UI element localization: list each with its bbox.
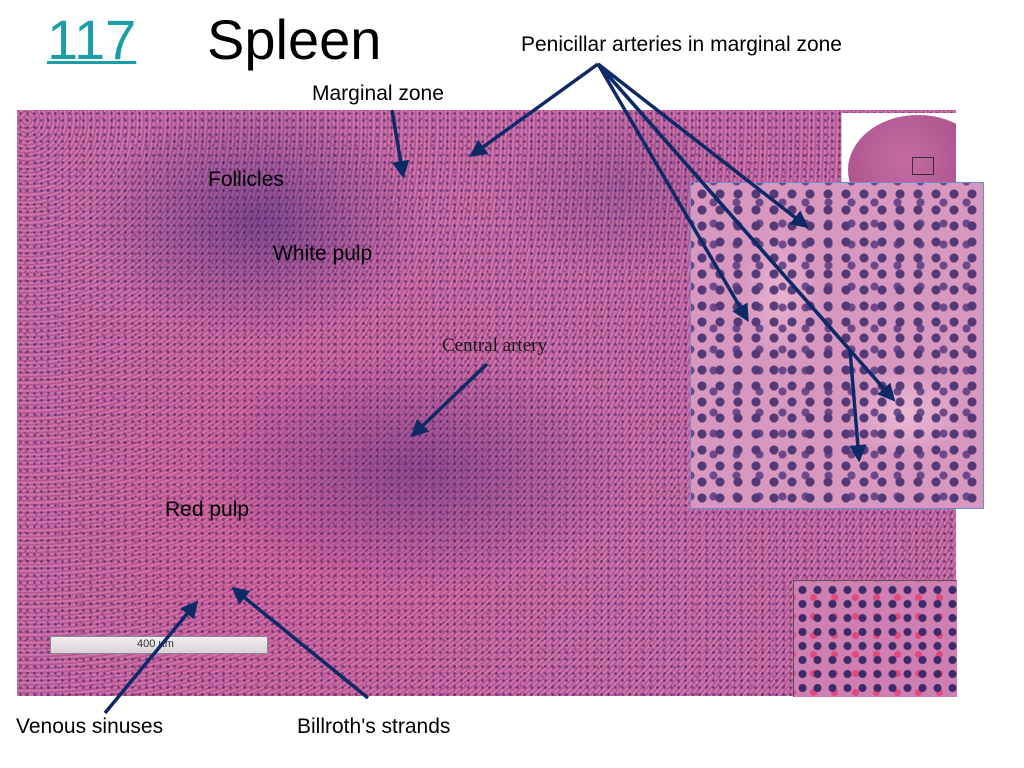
slide-title: Spleen [207, 8, 382, 71]
label-venous-sinuses: Venous sinuses [16, 715, 164, 738]
label-billroths-strands: Billroth's strands [297, 715, 451, 738]
label-central-artery: Central artery [442, 335, 547, 356]
thumbnail-region-box [912, 157, 934, 175]
label-white-pulp: White pulp [273, 242, 373, 265]
magnified-inset-lower [793, 580, 957, 697]
arrow-penicillar-1 [469, 62, 600, 158]
arrow-penicillar-3 [596, 63, 749, 323]
arrow-central-artery [410, 362, 489, 438]
overview-thumbnail [841, 113, 956, 183]
arrow-venous-sinuses [103, 600, 199, 715]
arrow-penicillar-2 [596, 62, 809, 229]
label-penicillar-arteries: Penicillar arteries in marginal zone [521, 33, 842, 56]
arrow-billroths-strands [231, 586, 370, 700]
inset-cells [691, 183, 983, 508]
label-marginal-zone: Marginal zone [312, 82, 444, 105]
label-red-pulp: Red pulp [165, 498, 250, 521]
arrow-penicillar-junction [596, 62, 852, 352]
arrow-penicillar-5 [848, 349, 867, 463]
slide-number-link[interactable]: 117 [47, 8, 137, 71]
label-follicles: Follicles [208, 168, 284, 191]
arrow-marginal-zone [390, 109, 410, 179]
magnified-inset [690, 182, 984, 509]
inset-lower-cells [794, 581, 957, 697]
